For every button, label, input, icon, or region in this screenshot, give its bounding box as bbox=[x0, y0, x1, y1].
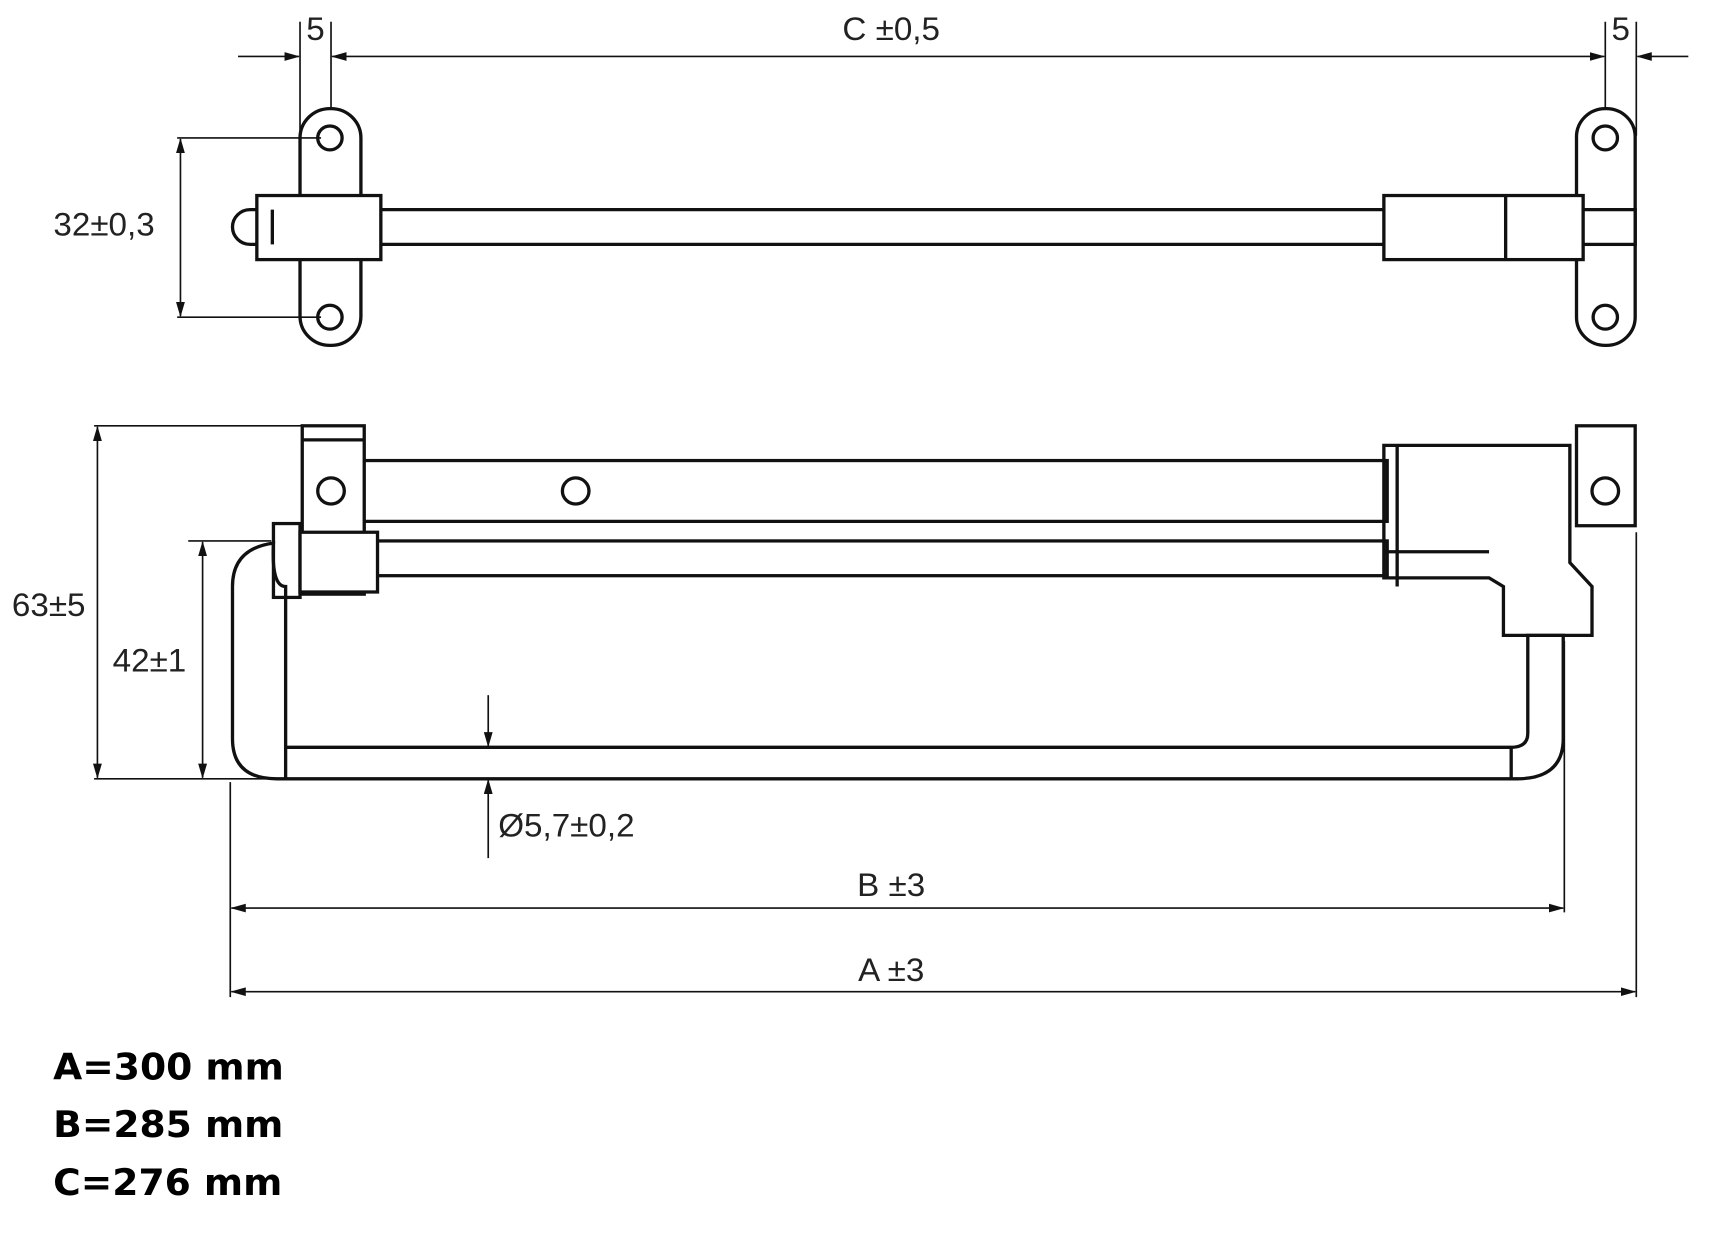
dim-a: A ±3 bbox=[858, 951, 924, 988]
dim-b: B ±3 bbox=[857, 866, 925, 903]
dim-left-offset: 5 bbox=[306, 10, 324, 47]
legend-c: C=276 mm bbox=[53, 1160, 282, 1204]
top-view: 5 C ±0,5 5 32±0,3 bbox=[53, 10, 1689, 348]
legend-b: B=285 mm bbox=[53, 1103, 283, 1147]
dim-c: C ±0,5 bbox=[842, 10, 940, 47]
handle-bar bbox=[230, 541, 1565, 781]
dim-hole-spacing: 32±0,3 bbox=[53, 206, 154, 243]
legend-a: A=300 mm bbox=[53, 1045, 284, 1089]
dimension-legend: A=300 mm B=285 mm C=276 mm bbox=[53, 1045, 284, 1204]
dim-total-height: 63±5 bbox=[12, 586, 86, 623]
rod-top bbox=[230, 208, 1574, 247]
dim-diameter: Ø5,7±0,2 bbox=[498, 807, 634, 844]
side-view: 63±5 42±1 Ø5,7±0,2 B ±3 A bbox=[12, 424, 1638, 998]
dim-right-offset: 5 bbox=[1612, 10, 1630, 47]
dim-bar-height: 42±1 bbox=[113, 642, 187, 679]
